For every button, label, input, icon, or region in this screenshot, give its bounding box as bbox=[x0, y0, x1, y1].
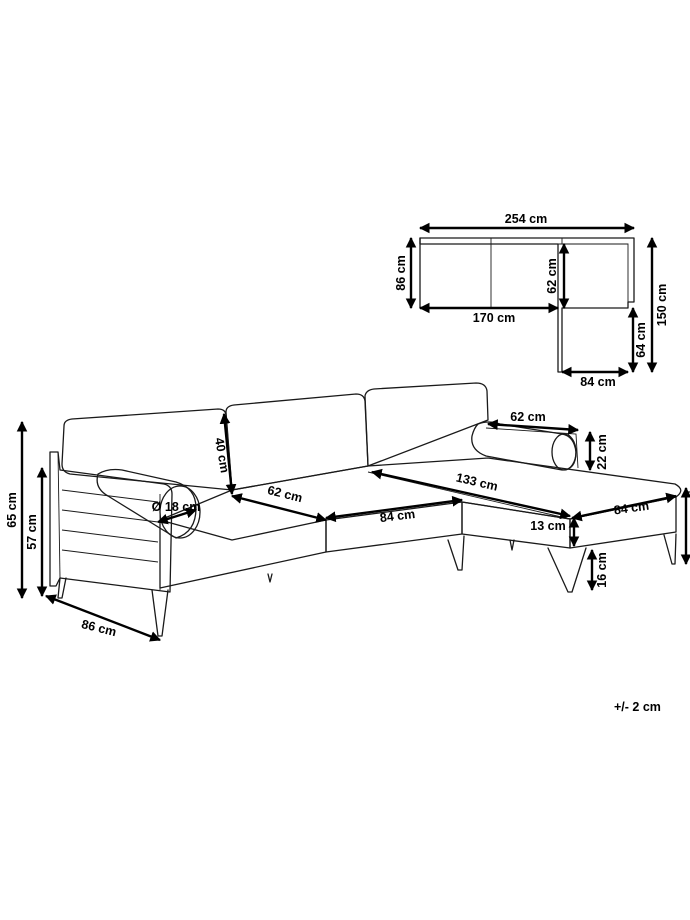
label-254: 254 cm bbox=[505, 212, 547, 226]
seat-front-left bbox=[159, 519, 327, 589]
label-65: 65 cm bbox=[5, 492, 19, 527]
leg-back-left bbox=[57, 577, 67, 599]
leg-chaise-right bbox=[663, 533, 677, 565]
dim-62-seat-line bbox=[230, 493, 328, 523]
label-13: 13 cm bbox=[530, 519, 565, 533]
label-86-top: 86 cm bbox=[394, 255, 408, 290]
top-view-outline bbox=[419, 237, 635, 373]
dim-133-line bbox=[370, 468, 572, 520]
leg-mid bbox=[447, 535, 465, 571]
leg-chaise-back bbox=[509, 539, 515, 551]
label-64: 64 cm bbox=[634, 322, 648, 357]
label-16: 16 cm bbox=[595, 552, 609, 587]
label-84-chaise: 84 cm bbox=[613, 499, 650, 518]
label-170: 170 cm bbox=[473, 311, 515, 325]
label-62-bolster: 62 cm bbox=[510, 410, 545, 424]
label-84-top: 84 cm bbox=[580, 375, 615, 389]
label-18: Ø 18 cm bbox=[152, 500, 201, 514]
label-22: 22 cm bbox=[595, 434, 609, 469]
leg-front-left bbox=[151, 589, 169, 637]
sofa-perspective bbox=[49, 382, 690, 637]
label-40: 40 cm bbox=[212, 437, 232, 474]
back-cushion-right bbox=[364, 382, 489, 467]
label-62-seat: 62 cm bbox=[266, 483, 304, 505]
dim-84-chaise-line bbox=[570, 492, 678, 522]
label-133: 133 cm bbox=[455, 471, 499, 494]
back-cushion-middle bbox=[225, 393, 369, 491]
label-84-seat: 84 cm bbox=[379, 507, 416, 525]
dim-18-line bbox=[156, 507, 198, 525]
leg-chaise-front bbox=[547, 547, 587, 593]
label-150: 150 cm bbox=[655, 284, 669, 326]
dim-40-line bbox=[219, 412, 237, 496]
dim-86-arm-line bbox=[44, 594, 162, 642]
dim-62-bolster-line bbox=[486, 419, 580, 435]
back-cushion-left bbox=[61, 408, 233, 491]
label-57: 57 cm bbox=[25, 514, 39, 549]
label-62-top: 62 cm bbox=[545, 258, 559, 293]
tolerance-note: +/- 2 cm bbox=[614, 700, 661, 714]
leg-rear-small bbox=[267, 573, 273, 583]
